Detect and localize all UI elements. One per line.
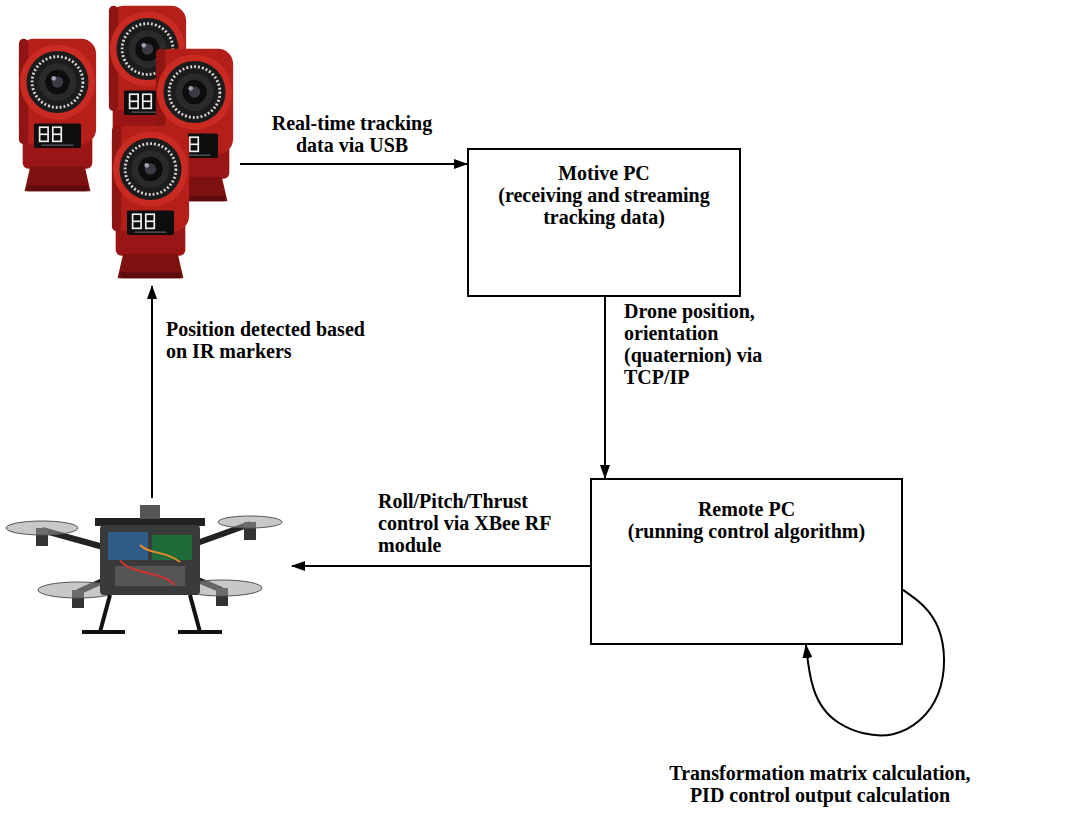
drone-illustration: [6, 505, 282, 632]
drone-illustration-part: [218, 516, 282, 528]
camera-illustration-part: [19, 39, 96, 191]
drone-illustration-part: [178, 630, 222, 634]
drone-illustration-part: [120, 560, 175, 585]
box-heading: Remote PC: [602, 498, 891, 520]
camera-illustration-part: [112, 126, 189, 278]
signal-arrow-part: [240, 163, 467, 165]
signal-arrow-part: [151, 286, 153, 498]
box-heading: Motive PC: [479, 162, 729, 184]
drone-illustration-part: [82, 630, 125, 634]
drone-illustration-part: [95, 518, 205, 526]
arrow-label: Position detected based on IR markers: [166, 318, 376, 362]
drone-illustration-part: [140, 505, 160, 519]
box-text: (receiving and streaming tracking data): [479, 184, 729, 228]
connector: [604, 297, 606, 478]
process-box: Motive PC(receiving and streaming tracki…: [467, 148, 741, 297]
drone-illustration-part: [6, 521, 78, 535]
drone-illustration-part: [140, 545, 180, 562]
drone-illustration-part: [115, 566, 185, 586]
drone-illustration-part: [190, 595, 200, 632]
drone-illustration-part: [100, 525, 200, 595]
arrow-label: Roll/Pitch/Thrust control via XBee RF mo…: [378, 490, 563, 556]
connector-label: Drone position, orientation (quaternion)…: [624, 300, 774, 388]
signal-arrow-part: [292, 565, 590, 567]
arrow-label: Real-time tracking data via USB: [262, 112, 442, 156]
drone-illustration-part: [100, 595, 110, 632]
box-text: (running control algorithm): [602, 520, 891, 542]
connector-label: Transformation matrix calculation, PID c…: [665, 762, 975, 806]
camera-illustration: [19, 6, 233, 278]
process-box: Remote PC(running control algorithm): [590, 478, 903, 645]
